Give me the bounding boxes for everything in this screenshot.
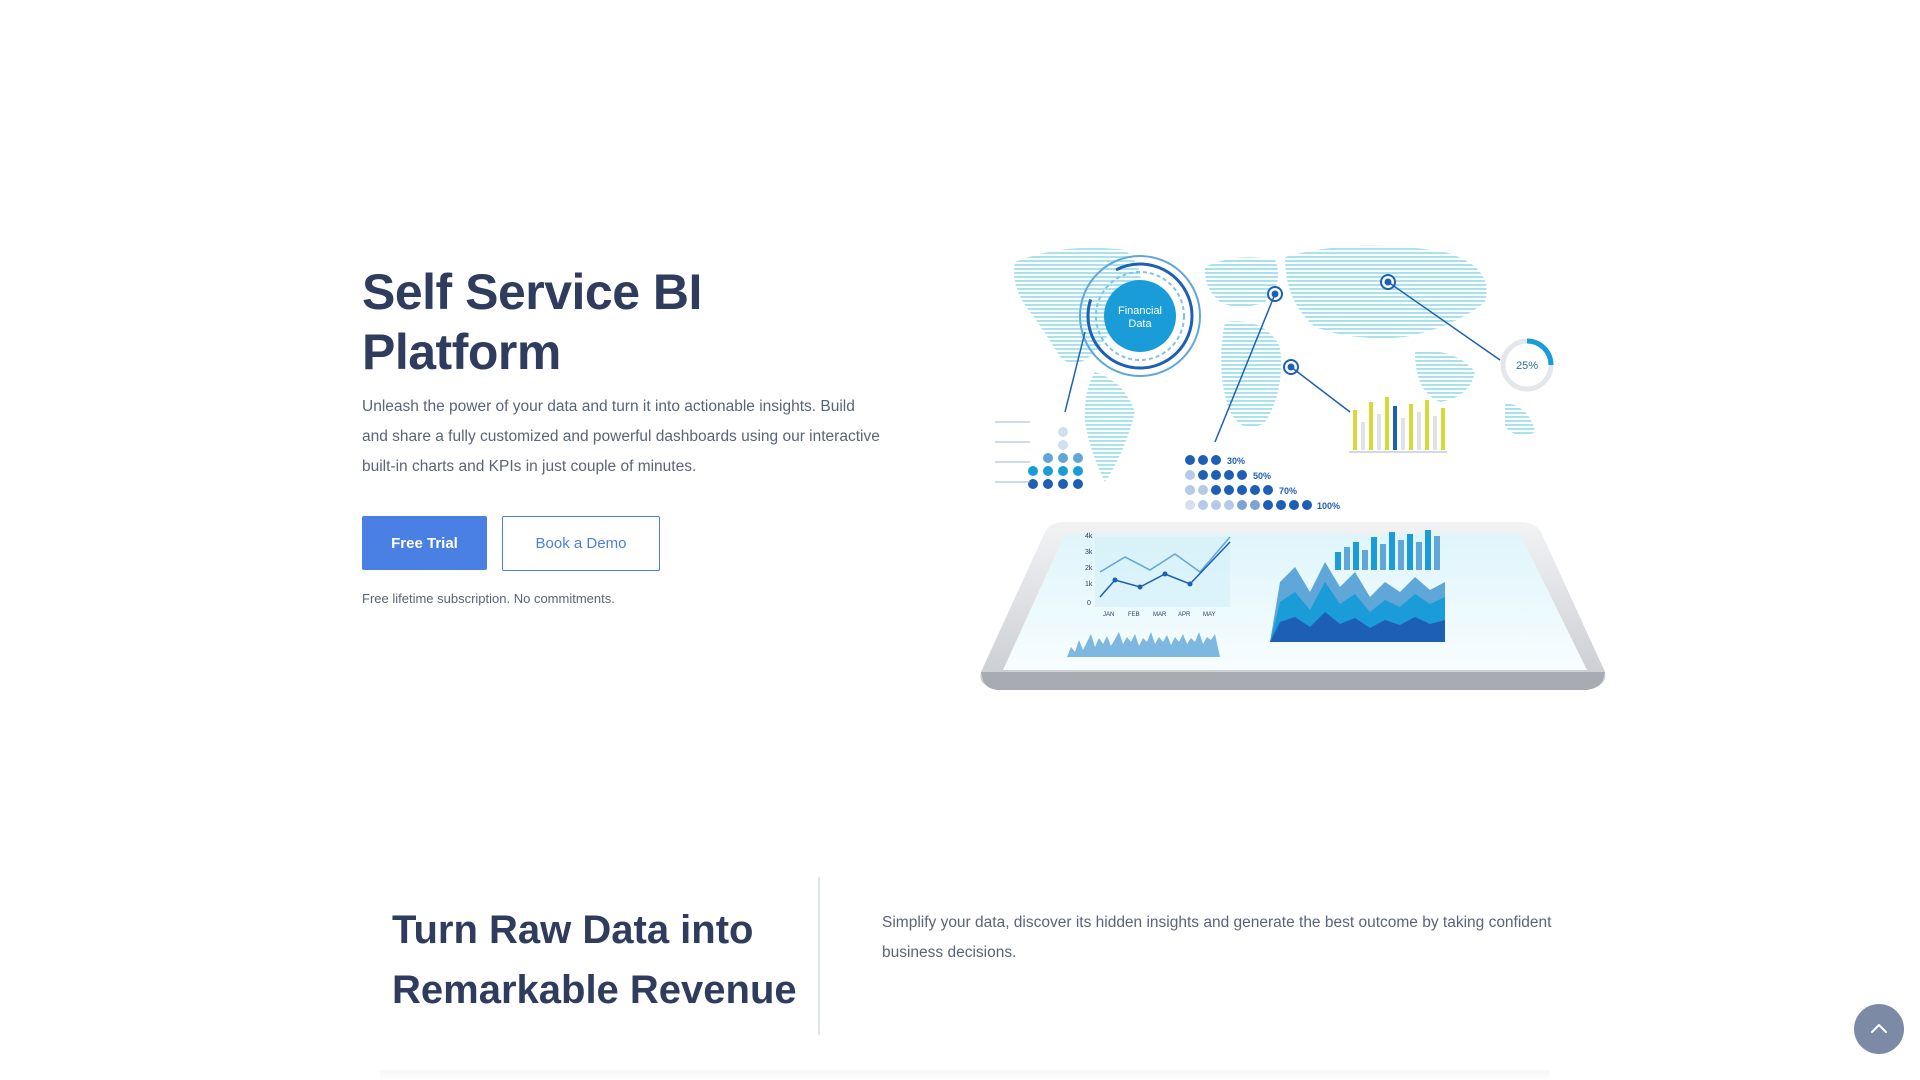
month-apr: APR <box>1178 612 1191 618</box>
month-feb: FEB <box>1128 612 1140 618</box>
percent-label-50: 50% <box>1253 471 1271 481</box>
ring-percent-label: 25% <box>1516 360 1538 372</box>
y-tick-2k: 2k <box>1085 565 1093 572</box>
section-divider <box>818 877 820 1035</box>
dot-stack <box>995 421 1083 489</box>
yellow-bar-chart <box>1349 397 1447 453</box>
bottom-cards-shadow <box>380 1070 1550 1080</box>
y-tick-1k: 1k <box>1085 581 1093 588</box>
y-tick-4k: 4k <box>1085 533 1093 540</box>
percent-ring: 25% <box>1500 338 1554 392</box>
tablet-spike-area <box>1067 632 1220 657</box>
hero-description: Unleash the power of your data and turn … <box>362 398 880 475</box>
tablet-area-chart <box>1270 562 1445 642</box>
free-trial-button[interactable]: Free Trial <box>362 516 487 570</box>
financial-data-badge: Financial Data <box>1079 255 1201 377</box>
map-pins <box>1214 274 1501 443</box>
badge-label-1: Financial <box>1118 305 1162 317</box>
percent-label-100: 100% <box>1317 501 1340 511</box>
tablet-bar-cluster <box>1335 530 1440 570</box>
tablet-line-chart: 4k 3k 2k 1k 0 JAN FEB MAR APR MAY <box>1085 533 1231 618</box>
dot-matrix: 30% 50% 70% 100% <box>1185 455 1340 511</box>
y-tick-3k: 3k <box>1085 549 1093 556</box>
hero-illustration: Financial Data 25% <box>980 245 1606 690</box>
book-demo-button[interactable]: Book a Demo <box>502 516 660 571</box>
section-description: Simplify your data, discover its hidden … <box>882 914 1552 961</box>
section-title: Turn Raw Data into Remarkable Revenue <box>392 908 797 1012</box>
percent-label-30: 30% <box>1227 456 1245 466</box>
percent-label-70: 70% <box>1279 486 1297 496</box>
scroll-to-top-button[interactable] <box>1854 1004 1904 1054</box>
month-mar: MAR <box>1153 612 1167 618</box>
hero-title: Self Service BI Platform <box>362 264 702 380</box>
hero-note: Free lifetime subscription. No commitmen… <box>362 591 615 606</box>
month-jan: JAN <box>1103 612 1114 618</box>
chevron-up-icon <box>1871 1024 1887 1033</box>
hero-content: Self Service BI Platform Unleash the pow… <box>362 262 902 606</box>
month-may: MAY <box>1203 612 1216 618</box>
y-tick-0: 0 <box>1087 600 1091 607</box>
badge-label-2: Data <box>1128 318 1152 330</box>
hero-buttons: Free Trial Book a Demo <box>362 516 902 571</box>
